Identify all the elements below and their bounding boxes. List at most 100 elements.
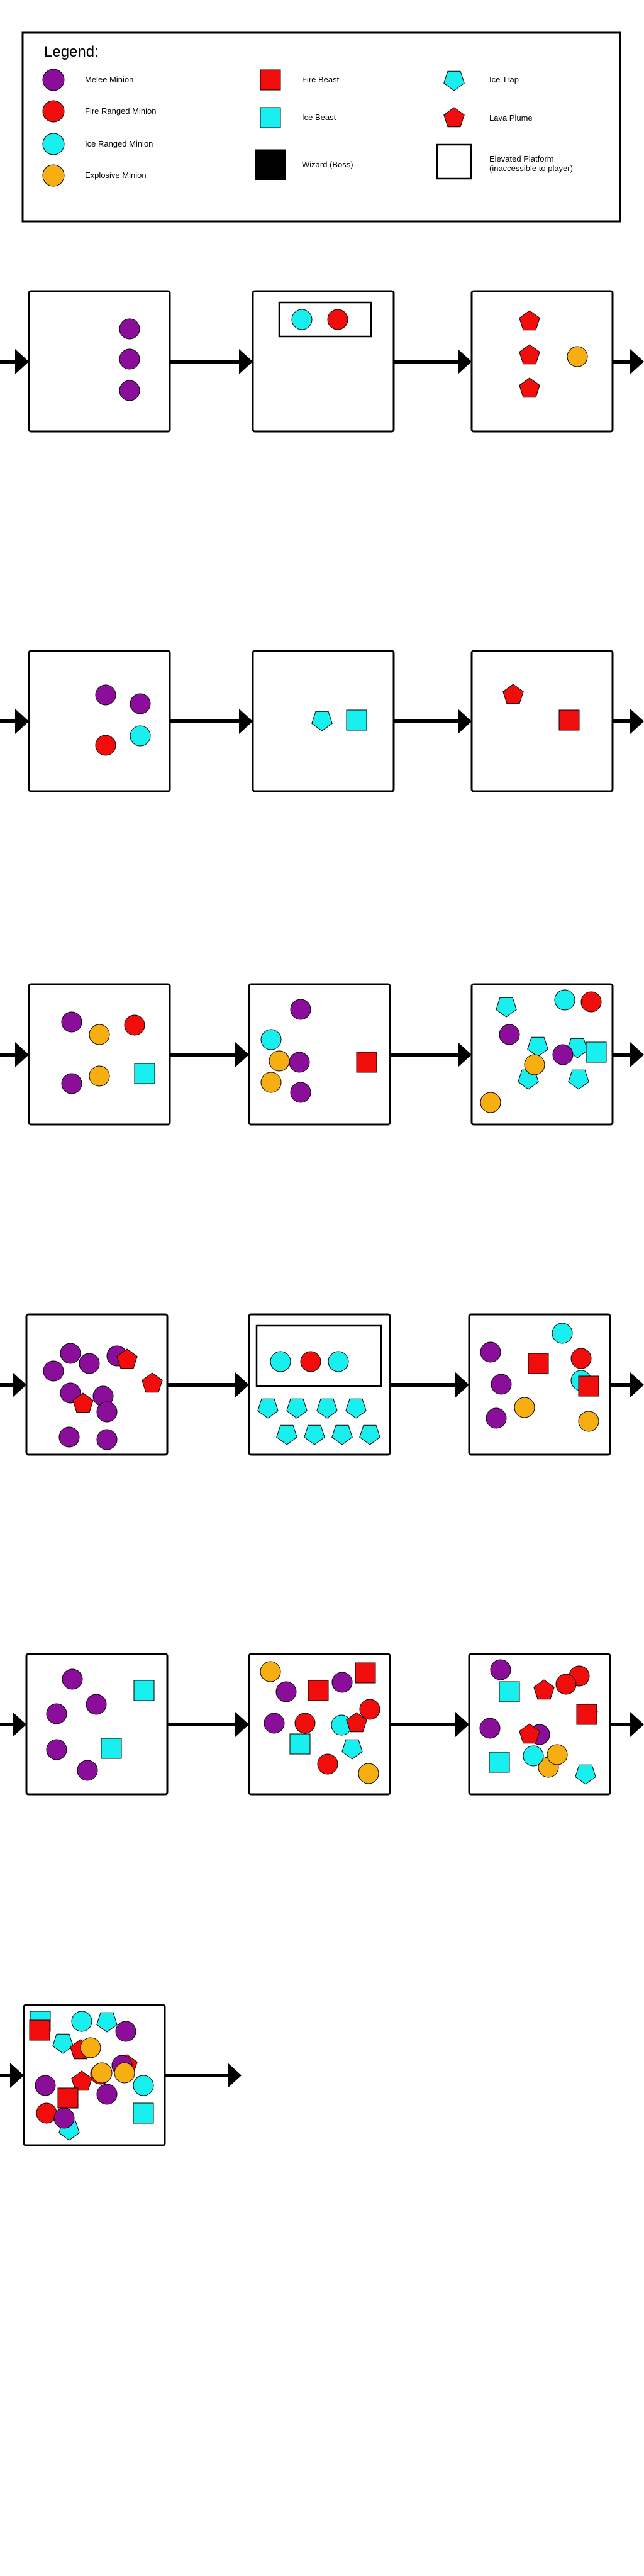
melee-minion [95,684,116,706]
melee-minion [119,348,140,370]
cyan-square-icon [260,107,281,128]
ice-beast [499,1681,520,1702]
fire-beast [29,2019,50,2041]
ice-beast [489,1752,510,1773]
flow-arrow-head [458,1042,472,1067]
flow-arrow-head [15,349,29,374]
flow-arrow-head [458,349,472,374]
explosive-minion [91,2062,113,2084]
fire-ranged-minion [555,1674,577,1695]
melee-minion [480,1341,501,1363]
room-8 [248,983,391,1126]
flow-arrow-head [228,2063,242,2088]
room-16 [23,2004,166,2146]
lava-plume [346,1712,367,1733]
lava-plume [502,684,524,704]
rooms [23,290,614,2146]
melee-minion [60,1343,81,1364]
flow-arrow-head [239,709,253,734]
ice-ranged-minion [130,725,151,747]
flow-arrow-head [15,709,29,734]
melee-minion [119,318,140,340]
room-10 [25,1313,169,1456]
white-square-icon [436,143,472,180]
ice-beast [133,1680,155,1701]
room-frame [470,290,614,433]
melee-minion [62,1668,83,1690]
explosive-minion [114,2062,135,2084]
fire-beast [578,1375,599,1397]
room-4 [28,650,171,792]
ice-ranged-minion [260,1029,282,1050]
room-frame [25,1653,169,1796]
arrows [0,349,644,2088]
fire-ranged-minion [294,1713,316,1734]
room-frame [470,983,614,1126]
explosive-minion [89,1024,110,1045]
ice-trap [331,1424,353,1445]
fire-ranged-minion [327,309,348,330]
ice-trap [345,1398,367,1419]
room-15 [468,1653,611,1796]
room-6 [470,650,614,792]
explosive-minion [578,1411,599,1432]
fire-ranged-minion [36,2102,57,2124]
melee-minion [79,1353,100,1374]
cyan-circle-icon [42,133,65,155]
ice-beast [134,1063,155,1084]
fire-ranged-minion [570,1348,592,1369]
fire-ranged-minion [317,1753,338,1775]
melee-minion [479,1718,501,1739]
room-frame [470,650,614,792]
room-14 [248,1653,391,1796]
melee-minion [61,1011,82,1033]
melee-minion [552,1044,574,1065]
red-pentagon-icon [443,107,465,128]
melee-minion [96,2084,118,2105]
explosive-minion [524,1054,545,1075]
ice-beast [101,1738,122,1759]
legend-label: Ice Beast [302,113,336,122]
room-12 [468,1313,611,1456]
lava-plume [519,310,540,331]
flow-arrow-head [455,1712,469,1737]
ice-trap [304,1424,325,1445]
melee-minion [96,1401,118,1423]
explosive-minion [260,1072,282,1093]
melee-minion [119,380,140,401]
ice-beast [346,709,367,731]
lava-plume [519,377,540,398]
melee-minion [486,1407,507,1429]
melee-minion [290,1082,311,1103]
flow-arrow-head [630,1712,644,1737]
legend-frame [21,31,621,223]
melee-minion [130,693,151,714]
flow-arrow-head [630,1042,644,1067]
room-frame [248,983,391,1126]
lava-plume [72,1392,94,1413]
legend-label: Wizard (Boss) [302,160,353,169]
ice-ranged-minion [291,309,313,330]
melee-minion [264,1713,285,1734]
room-13 [25,1653,169,1796]
lava-plume [142,1372,163,1393]
legend-label: Ice Ranged Minion [85,139,153,148]
melee-minion [490,1659,511,1680]
ice-trap [316,1398,338,1419]
explosive-minion [260,1661,281,1682]
room-frame [28,983,171,1126]
room-9 [470,983,614,1126]
ice-ranged-minion [328,1351,349,1372]
red-square-icon [260,69,281,91]
ice-trap [341,1739,363,1760]
room-frame [28,650,171,792]
explosive-minion [269,1050,290,1072]
ice-ranged-minion [133,2075,154,2096]
fire-ranged-minion [359,1699,380,1720]
melee-minion [77,1760,98,1781]
ice-ranged-minion [552,1323,573,1344]
explosive-minion [480,1092,501,1113]
ice-ranged-minion [554,989,575,1011]
ice-trap [496,997,517,1018]
